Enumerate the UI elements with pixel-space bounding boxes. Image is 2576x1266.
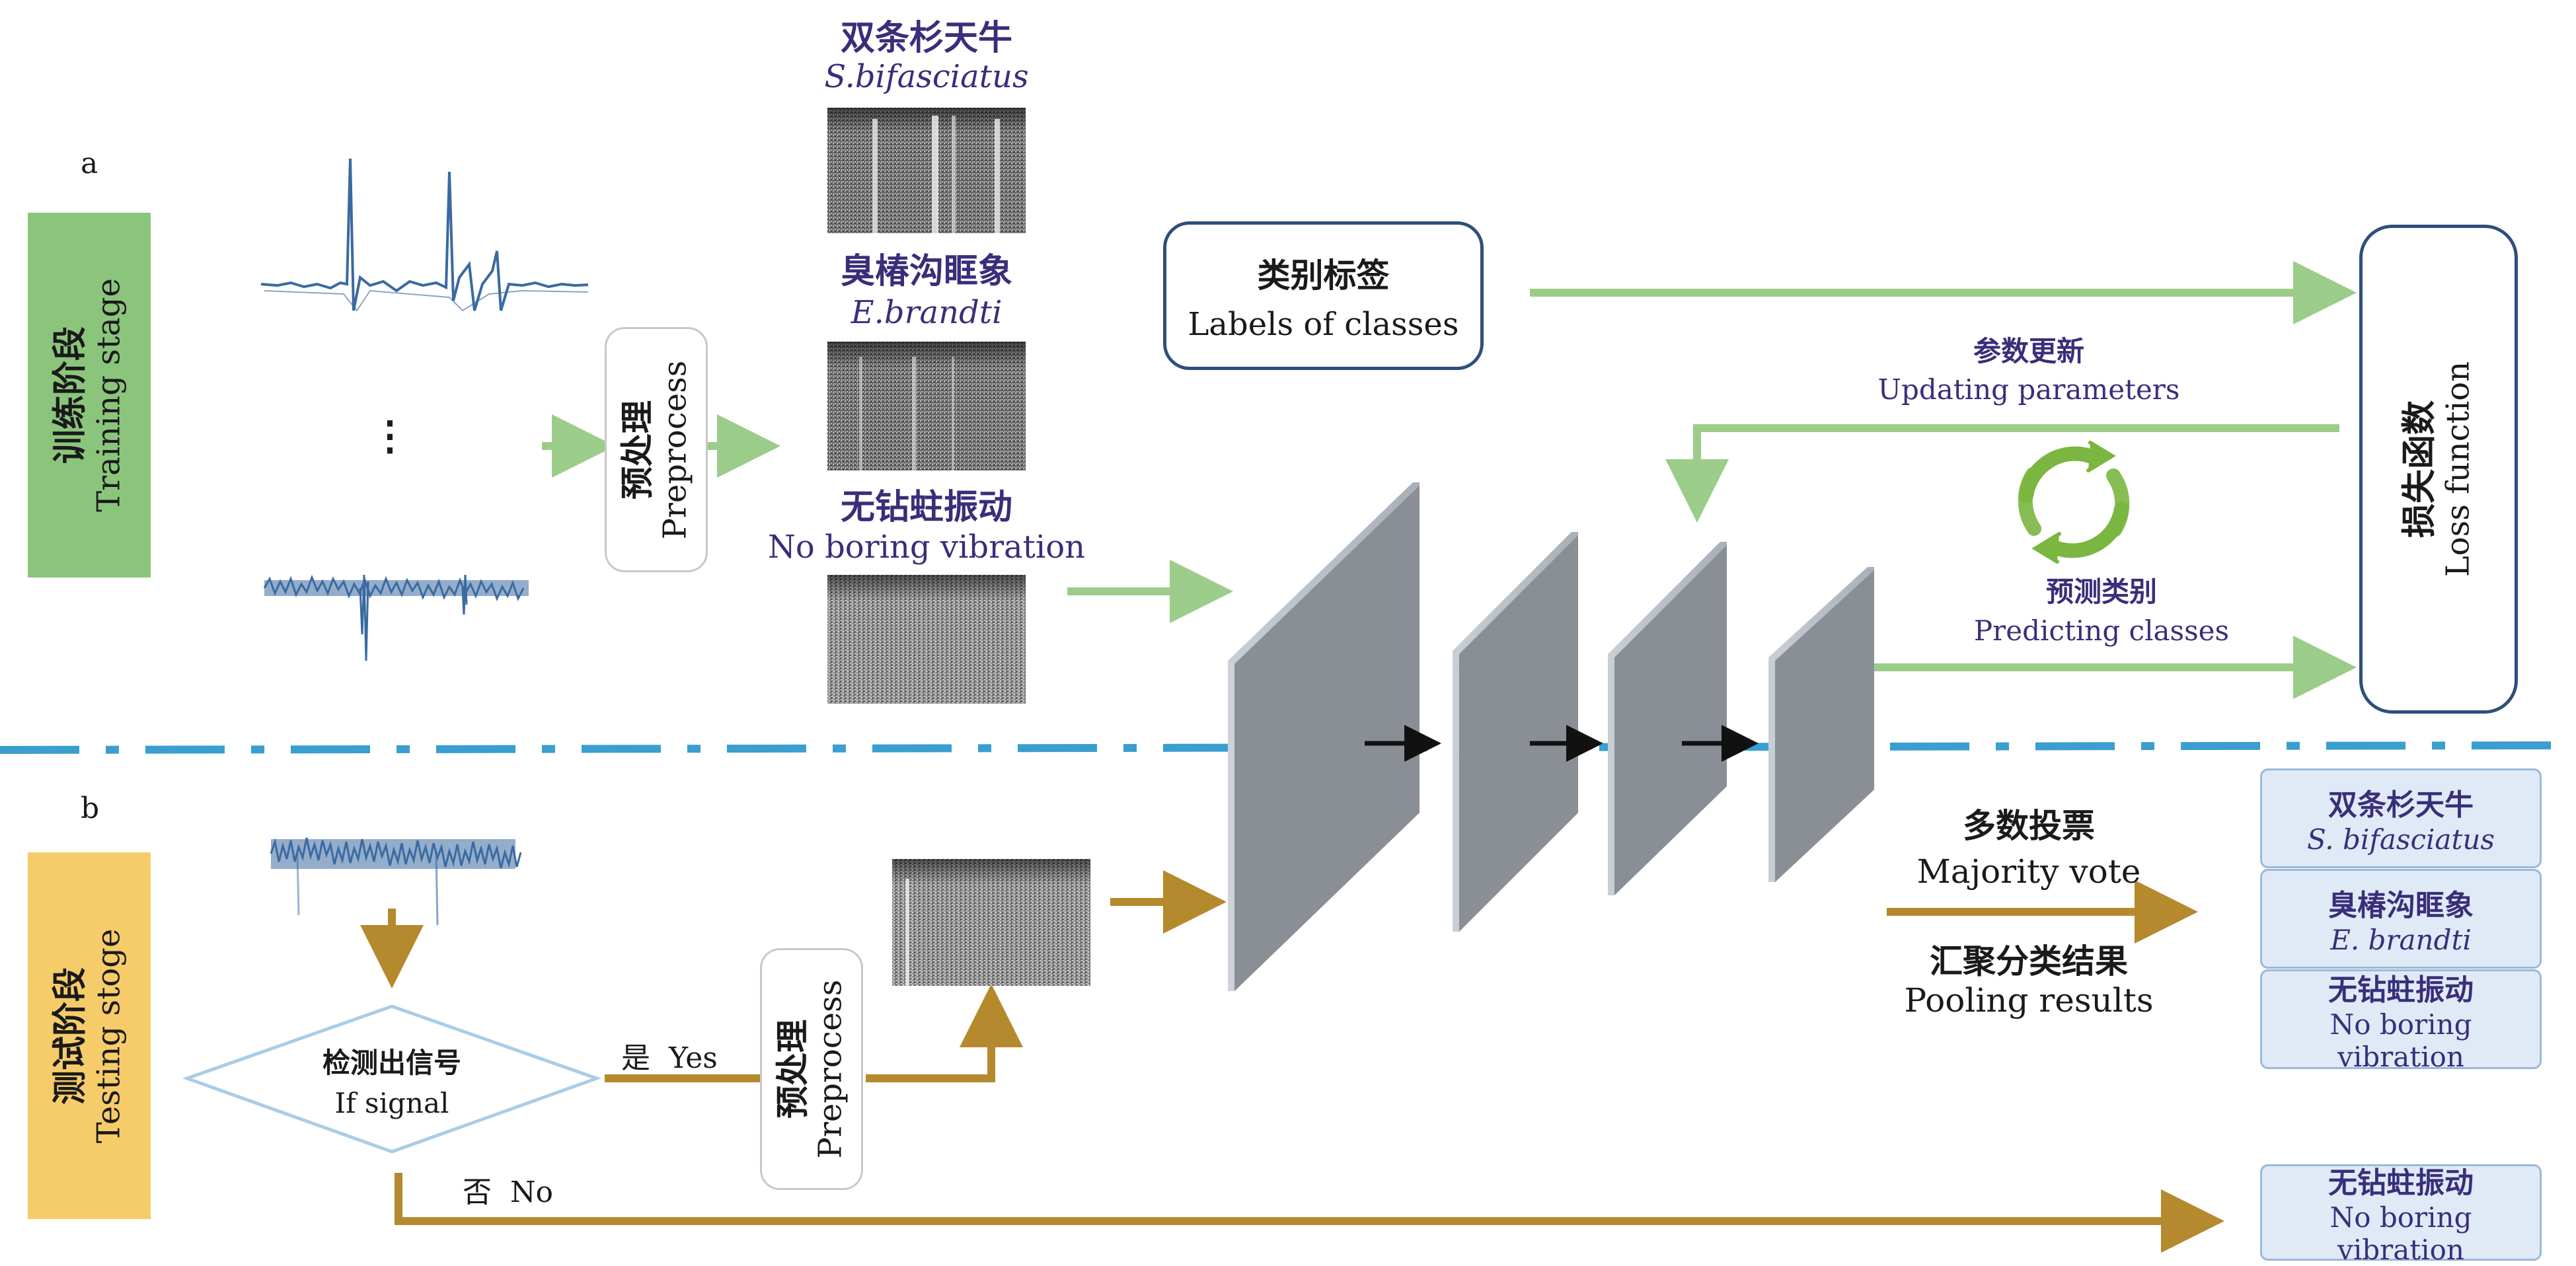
training-stage-en: Training stage bbox=[90, 278, 128, 512]
refresh-cycle-icon bbox=[2018, 441, 2130, 564]
testing-stage-label: 测试阶段 Testing stoge bbox=[28, 852, 151, 1219]
stage-divider bbox=[0, 741, 2576, 754]
spectrogram-e-brandti bbox=[827, 342, 1026, 470]
training-waveform-1 bbox=[260, 158, 589, 312]
loss-en: Loss function bbox=[2439, 361, 2477, 577]
testing-preprocess-en: Preprocess bbox=[812, 979, 849, 1159]
result-3-en: No boring vibration bbox=[2330, 1008, 2472, 1073]
labels-en: Labels of classes bbox=[1188, 305, 1459, 343]
loss-function-box: 损失函数 Loss function bbox=[2359, 225, 2518, 714]
no-label: 否 No bbox=[463, 1175, 553, 1209]
spectrogram-no-boring bbox=[827, 575, 1026, 704]
training-preprocess-en: Preprocess bbox=[656, 360, 694, 539]
arrow-preprocess-to-test-spectrogram bbox=[866, 984, 1023, 1082]
result-no-signal: 无钻蛀振动 No boring vibration bbox=[2260, 1164, 2542, 1266]
cnn-layer-2 bbox=[1453, 532, 1578, 932]
testing-stage-en: Testing stoge bbox=[90, 928, 128, 1143]
pooling-cn: 汇聚分类结果 bbox=[1930, 942, 2128, 981]
class-1-cn: 双条杉天牛 bbox=[840, 19, 1012, 58]
yes-label: 是 Yes bbox=[621, 1041, 718, 1075]
update-en: Updating parameters bbox=[1877, 373, 2180, 406]
training-preprocess-box: 预处理 Preprocess bbox=[605, 327, 708, 572]
result-no-boring: 无钻蛀振动 No boring vibration bbox=[2260, 969, 2542, 1073]
training-waveform-2 bbox=[263, 574, 529, 661]
class-3-en: No boring vibration bbox=[767, 529, 1086, 566]
cnn-layer-1 bbox=[1228, 482, 1420, 991]
decision-diamond bbox=[182, 1004, 602, 1154]
result-e-brandti: 臭椿沟眶象 E. brandti bbox=[2260, 869, 2542, 969]
decision-cn: 检测出信号 bbox=[322, 1047, 461, 1079]
class-2-cn: 臭椿沟眶象 bbox=[840, 252, 1012, 291]
result-3-cn: 无钻蛀振动 bbox=[2328, 973, 2474, 1007]
labels-cn: 类别标签 bbox=[1257, 256, 1390, 295]
testing-stage-cn: 测试阶段 bbox=[50, 967, 91, 1105]
loss-cn: 损失函数 bbox=[2400, 400, 2440, 539]
vote-cn: 多数投票 bbox=[1963, 807, 2095, 845]
arrow-update-parameters bbox=[1665, 424, 2339, 523]
panel-label-a: a bbox=[81, 147, 98, 180]
result-2-en: E. brandti bbox=[2330, 924, 2472, 956]
result-s-bifasciatus: 双条杉天牛 S. bifasciatus bbox=[2260, 768, 2542, 868]
no-result-cn: 无钻蛀振动 bbox=[2328, 1166, 2474, 1200]
arrow-no-signal-to-result bbox=[395, 1173, 2224, 1253]
testing-waveform bbox=[270, 837, 522, 926]
panel-label-b: b bbox=[81, 792, 100, 825]
training-stage-cn: 训练阶段 bbox=[50, 326, 91, 465]
result-1-cn: 双条杉天牛 bbox=[2328, 788, 2474, 822]
training-stage-label: 训练阶段 Training stage bbox=[28, 213, 151, 577]
class-3-cn: 无钻蛀振动 bbox=[840, 488, 1012, 527]
predict-cn: 预测类别 bbox=[2045, 576, 2157, 608]
predict-en: Predicting classes bbox=[1973, 614, 2230, 647]
labels-of-classes-box: 类别标签 Labels of classes bbox=[1163, 221, 1484, 370]
training-preprocess-cn: 预处理 bbox=[618, 400, 657, 500]
testing-preprocess-cn: 预处理 bbox=[773, 1020, 812, 1119]
no-result-en: No boring vibration bbox=[2330, 1201, 2472, 1266]
update-cn: 参数更新 bbox=[1973, 335, 2084, 367]
result-1-en: S. bifasciatus bbox=[2307, 823, 2495, 856]
spectrogram-s-bifasciatus bbox=[827, 108, 1026, 233]
pooling-en: Pooling results bbox=[1904, 981, 2154, 1020]
vote-en: Majority vote bbox=[1916, 852, 2141, 891]
test-spectrogram bbox=[892, 859, 1090, 986]
cnn-layer-3 bbox=[1608, 542, 1727, 895]
testing-preprocess-box: 预处理 Preprocess bbox=[760, 948, 863, 1190]
cnn-layer-4 bbox=[1768, 567, 1874, 882]
ellipsis: ⋮ bbox=[370, 413, 410, 459]
result-2-cn: 臭椿沟眶象 bbox=[2328, 889, 2474, 922]
decision-en: If signal bbox=[334, 1087, 449, 1119]
class-1-en: S.bifasciatus bbox=[824, 58, 1029, 95]
class-2-en: E.brandti bbox=[851, 294, 1003, 331]
